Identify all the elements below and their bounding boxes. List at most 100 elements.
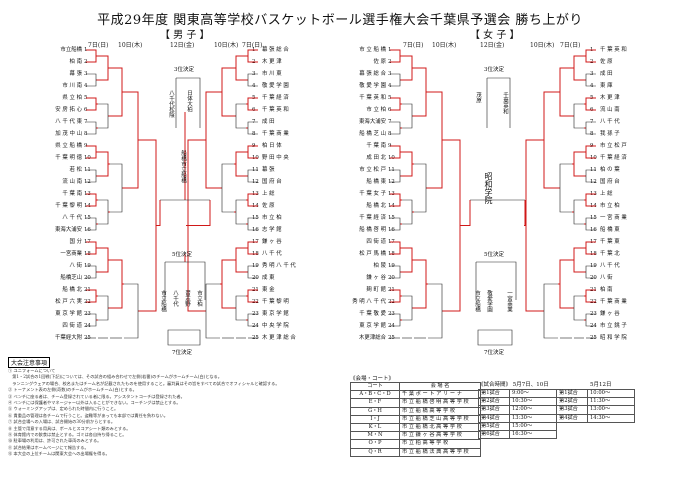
bracket-line [98,295,109,321]
table-cell: 第3試合 [556,405,588,415]
team-name: 敬 愛 学 園 [359,83,386,89]
bracket-line [221,259,234,309]
bracket-line [573,103,584,129]
team-name: 千 葉 南 [366,143,386,149]
table-cell: 16:30～ [509,429,557,440]
bracket-line [247,121,258,135]
bracket-line [86,169,97,183]
bracket-line [247,289,258,303]
team-name: 東海大浦安 [359,119,386,125]
team-name: 千 葉 明 徳 [55,155,82,161]
team-name: 木 更 津 [600,95,620,101]
bracket-line [86,241,97,255]
bracket-line [573,199,584,225]
bracket-line [390,169,401,183]
team-name: 上 総 [600,191,613,197]
bracket-line [414,67,427,117]
bracket-line [559,259,572,309]
team-name: 成 田 [262,119,275,125]
notice-title: 大会注意事項 [8,357,51,368]
bracket-line [585,145,596,159]
men-date-2: 10日(木) [118,42,143,49]
team-name: 柏 の 葉 [600,167,620,173]
bracket-line [98,103,109,129]
seed-number: 3 [84,71,88,77]
women-vertical-6: 一宮商業 [506,290,512,312]
team-name: 幕 張 総 合 [359,71,386,77]
table-cell: E・F [350,398,400,408]
notice-line: ⑪ 試合結果はホームページにて報告する。 [8,444,89,450]
table-cell: Q・R [350,447,400,457]
bracket-line [402,295,413,321]
team-name: 幕 張 総 合 [262,47,289,53]
team-name: 幕 張 [69,71,83,77]
bracket-line [98,55,109,81]
seed-number: 2 [84,59,88,65]
team-name: 千 葉 英 和 [262,107,289,113]
table-cell: 13:30～ [509,413,557,423]
team-name: 八 千 代 [62,215,82,221]
team-name: 市 立 船 橋 [359,47,386,53]
notice-line: ⑤ ウォーミングアップは、定められた時間内に行うこと。 [8,406,119,412]
bracket-line [462,200,471,226]
seed-number: 8 [388,131,392,137]
bracket-line [402,103,413,129]
team-name: 千 葉 黎 明 [262,299,289,305]
team-name: 八 千 代 [600,263,620,269]
seed-number: 3 [388,71,392,77]
men-vertical-5: 市立船橋 [160,290,166,312]
bracket-line [585,49,596,63]
team-name: 船 橋 芝 山 [359,131,386,137]
seed-number: 9 [388,143,392,149]
team-name: 千 葉 南 [62,191,82,197]
women-vertical-4: 市立船橋 [474,290,480,312]
table-cell: 12:00～ [509,405,557,415]
bracket-line [247,217,258,231]
seed-number: 7 [388,119,392,125]
bracket-line [235,55,246,81]
team-name: 千葉経大附 [55,335,82,341]
bracket-line [390,73,401,87]
men-date-1: 7日(日) [88,42,109,49]
notice-line: ⑥ 貴重品の管理は各チームで行うこと。盗難等があっても本部では責任を負わない。 [8,412,168,418]
table-cell: 市 立 船 橋 高 等 学 校 [399,406,481,416]
team-name: 志 学 館 [262,227,282,233]
men-section-header: 【 男 子 】 [160,30,210,41]
table-cell: 第5試合 [478,421,510,431]
bracket-line [524,200,526,226]
notice-line: ② トーナメント表の左側(奇数)のチームがホームチーム(白)とする。 [8,387,137,393]
team-name: 八 千 代 [262,251,282,257]
bracket-line [573,55,584,81]
bracket-line [585,289,596,303]
team-name: 市 立 松 戸 [359,167,386,173]
venue-header-cell: 会 場 名 [399,381,481,392]
bracket-line [585,169,596,183]
women-fifth-place-label: 5位決定 [484,252,504,258]
bracket-line [559,163,572,213]
team-name: 四 街 道 [366,239,386,245]
team-name: 東 金 [262,287,275,293]
team-name: 千 葉 英 和 [359,95,386,101]
team-name: 千 葉 経 済 [262,95,289,101]
team-name: 流 山 南 [62,179,82,185]
bracket-line [235,295,246,321]
bracket-line [86,73,97,87]
bracket-line [110,67,123,117]
bracket-line [573,247,584,273]
team-name: 松 戸 馬 橋 [359,251,386,257]
team-name: 千 葉 商 業 [262,131,289,137]
women-section-header: 【 女 子 】 [470,30,520,41]
table-cell: 市 立 船 橋 啓 明 高 等 学 校 [399,398,481,408]
team-name: 千 葉 経 済 [600,155,627,161]
bracket-line [205,91,220,189]
team-name: 木 更 津 総 合 [262,335,296,341]
bracket-line [247,241,258,255]
table-cell: 第1試合 [556,388,588,399]
